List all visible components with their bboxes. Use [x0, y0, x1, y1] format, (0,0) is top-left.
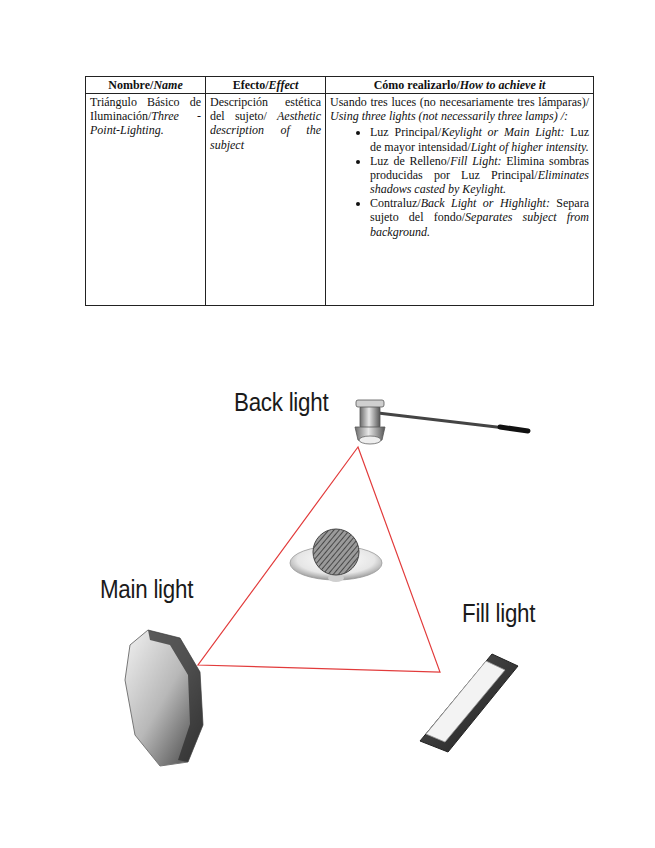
back-light-lamp	[355, 400, 528, 444]
table-cell: Usando tres luces (no necesariamente tre…	[330, 95, 589, 123]
table-cell: Triángulo Básico de Iluminación/Three -P…	[90, 95, 201, 137]
main-light-softbox	[125, 630, 203, 766]
table-header: Cómo realizarlo/How to achieve it	[330, 78, 589, 92]
bullet-item: Luz de Relleno/Fill Light: Elimina sombr…	[370, 154, 589, 196]
body-row: Triángulo Básico de Iluminación/Three -P…	[86, 94, 594, 306]
table-cell: Descripción estética del sujeto/ Aesthet…	[210, 95, 321, 152]
table-header: Efecto/Effect	[210, 78, 321, 92]
fill-light-softbox	[420, 654, 518, 752]
body-cell: Usando tres luces (no necesariamente tre…	[326, 94, 594, 306]
header-cell: Cómo realizarlo/How to achieve it	[326, 77, 594, 94]
bullet-list: Luz Principal/Keylight or Main Light: Lu…	[330, 125, 589, 238]
bullet-item: Luz Principal/Keylight or Main Light: Lu…	[370, 125, 589, 153]
lighting-triangle	[198, 447, 440, 672]
main-light-label: Main light	[100, 574, 193, 605]
bullet-item: Contraluz/Back Light or Highlight: Separ…	[370, 196, 589, 238]
body-cell: Triángulo Básico de Iluminación/Three -P…	[86, 94, 206, 306]
header-cell: Efecto/Effect	[206, 77, 326, 94]
subject-head	[290, 529, 382, 582]
back-light-label: Back light	[234, 387, 328, 418]
fill-light-label: Fill light	[462, 598, 535, 629]
header-cell: Nombre/Name	[86, 77, 206, 94]
lighting-table: Nombre/Name Efecto/Effect Cómo realizarlo/…	[85, 76, 594, 306]
table-header: Nombre/Name	[90, 78, 201, 92]
body-cell: Descripción estética del sujeto/ Aesthet…	[206, 94, 326, 306]
header-row: Nombre/Name Efecto/Effect Cómo realizarlo/…	[86, 77, 594, 94]
